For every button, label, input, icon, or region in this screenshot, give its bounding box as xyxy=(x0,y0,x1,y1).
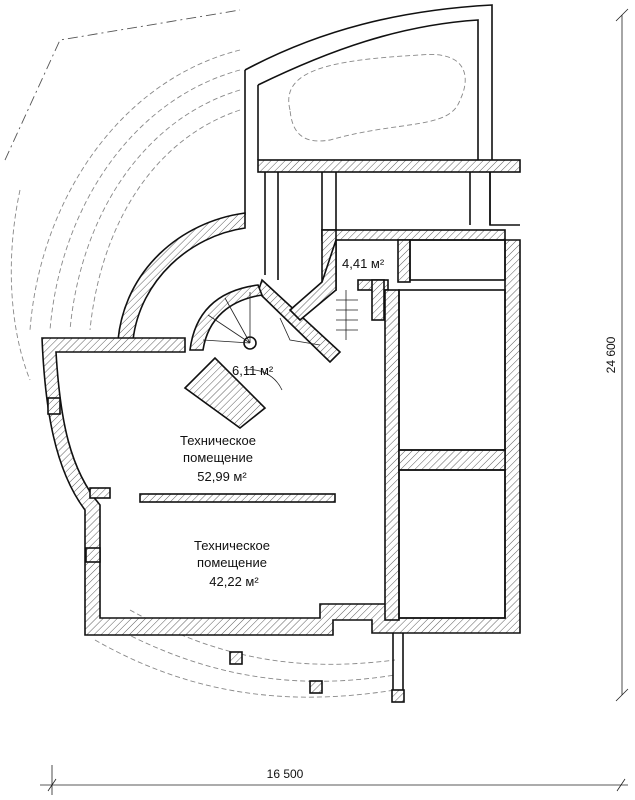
room-name-technical-1-line2: помещение xyxy=(183,450,253,465)
upper-terrace xyxy=(244,4,521,280)
dimension-height: 24 600 xyxy=(604,336,618,373)
partition-wall xyxy=(139,493,336,503)
room-area-42-22: 42,22 м² xyxy=(209,574,259,589)
room-area-4-41: 4,41 м² xyxy=(342,256,385,271)
room-name-technical-1-line1: Техническое xyxy=(180,433,256,448)
room-name-technical-2-line2: помещение xyxy=(197,555,267,570)
exterior-walls xyxy=(41,229,521,636)
room-area-6-11: 6,11 м² xyxy=(232,363,274,378)
dimension-width: 16 500 xyxy=(267,767,304,781)
curved-wall xyxy=(117,212,246,341)
dimension-lines xyxy=(40,8,629,795)
columns xyxy=(229,633,405,703)
stair-core xyxy=(183,239,358,430)
room-name-technical-2-line1: Техническое xyxy=(194,538,270,553)
room-area-52-99: 52,99 м² xyxy=(197,469,247,484)
terrace-outline xyxy=(4,9,466,698)
